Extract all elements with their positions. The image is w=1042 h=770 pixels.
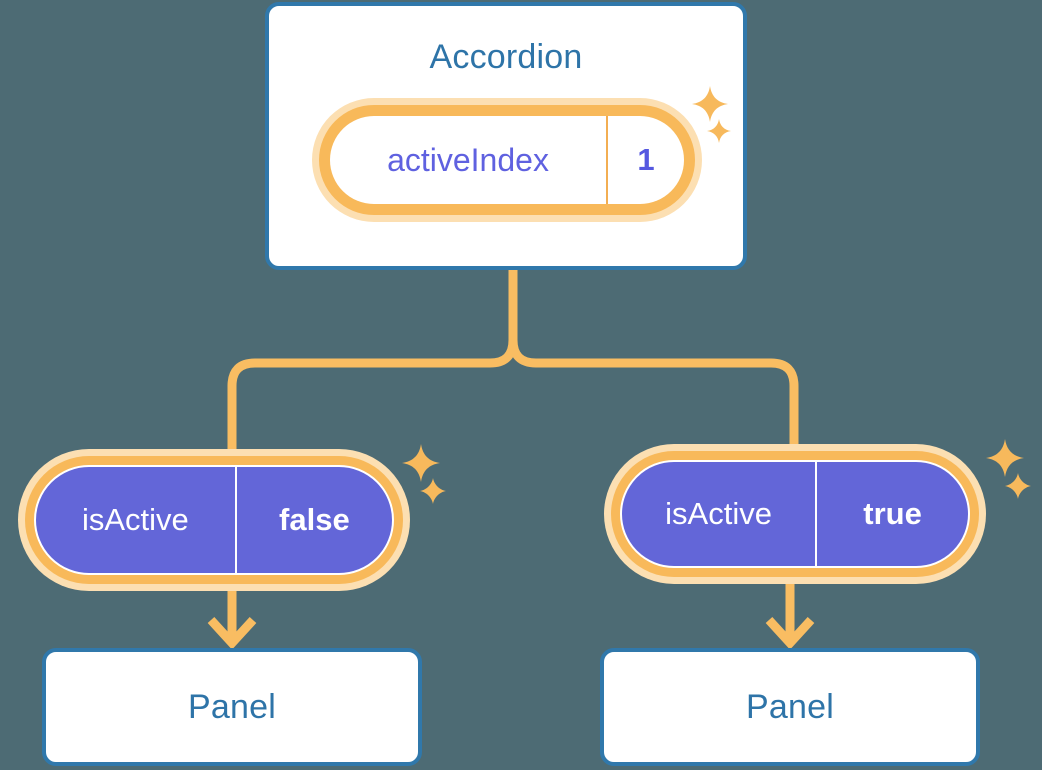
panel-card-right[interactable]: Panel — [600, 648, 980, 766]
page-title: Accordion — [429, 38, 583, 76]
pill-body: isActive false — [34, 465, 394, 575]
arrow-down-icon — [207, 616, 257, 650]
sparkle-4-point-large — [690, 84, 730, 124]
prop-badge-is-active-true[interactable]: isActive true — [604, 444, 986, 584]
pill-body: activeIndex 1 — [330, 116, 684, 204]
sparkle-4-point-large — [984, 437, 1026, 479]
sparkle-4-point-small — [706, 118, 732, 144]
prop-key-label: isActive — [36, 467, 237, 573]
wire-right-branch — [508, 263, 799, 453]
prop-key-label: isActive — [622, 462, 818, 566]
panel-title: Panel — [746, 687, 834, 726]
state-badge-active-index[interactable]: activeIndex 1 — [312, 98, 702, 222]
prop-value-label: true — [863, 496, 922, 531]
prop-value-label: false — [279, 502, 350, 537]
state-value-label: 1 — [637, 142, 655, 177]
prop-badge-is-active-false[interactable]: isActive false — [18, 449, 410, 591]
sparkle-4-point-large — [400, 442, 442, 484]
panel-card-left[interactable]: Panel — [42, 648, 422, 766]
wire-left-branch — [227, 263, 518, 457]
sparkle-4-point-small — [1004, 472, 1032, 500]
panel-title: Panel — [188, 687, 276, 726]
state-key-label: activeIndex — [330, 116, 608, 204]
arrow-down-icon — [765, 616, 815, 650]
pill-body: isActive true — [620, 460, 970, 568]
sparkle-4-point-small — [419, 477, 447, 505]
